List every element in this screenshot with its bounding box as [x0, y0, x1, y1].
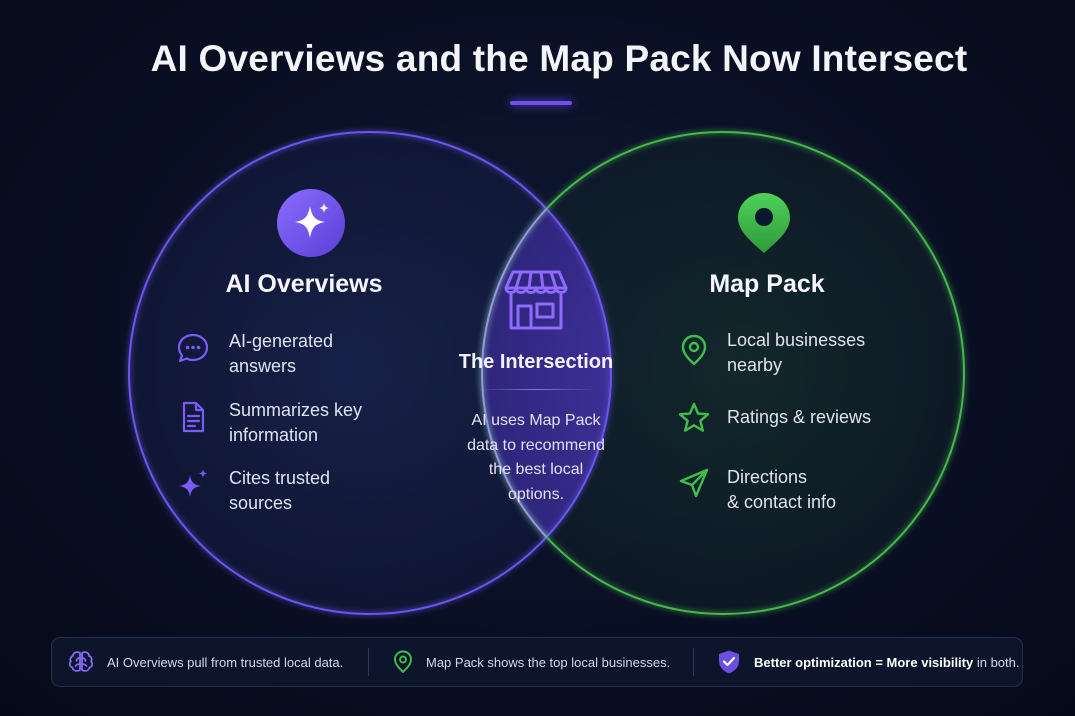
chat-bubble-icon — [177, 333, 209, 363]
intersection-desc-line1: AI uses Map Pack — [471, 412, 601, 429]
ai-item-3-line2: sources — [229, 493, 293, 513]
sparkles-icon — [179, 469, 208, 497]
map-item-3: Directions & contact info — [727, 465, 907, 515]
sparkle-icon — [277, 189, 345, 257]
ai-overviews-circle-outline — [128, 131, 612, 615]
footer-item-2: Map Pack shows the top local businesses. — [393, 638, 670, 686]
intersection-divider — [476, 389, 596, 390]
map-item-1: Local businesses nearby — [727, 328, 907, 378]
footer-divider-2 — [693, 648, 694, 676]
page-title: AI Overviews and the Map Pack Now Inters… — [150, 38, 968, 79]
ai-item-1-line1: AI-generated — [229, 331, 334, 351]
ai-item-1: AI-generated answers — [229, 329, 389, 379]
ai-item-3-line1: Cites trusted — [229, 468, 331, 488]
ai-item-2: Summarizes key information — [229, 398, 389, 448]
title-underline — [510, 101, 572, 105]
map-item-1-line1: Local businesses — [727, 330, 866, 350]
map-item-1-line2: nearby — [727, 355, 783, 375]
map-item-2-line1: Ratings & reviews — [727, 407, 872, 427]
footer-item-3: Better optimization = More visibility in… — [717, 638, 1020, 686]
intersection-title: The Intersection — [458, 351, 614, 373]
footer-text-2: Map Pack shows the top local businesses. — [426, 654, 671, 670]
ai-overviews-title: AI Overviews — [225, 270, 383, 298]
map-pin-icon — [394, 650, 412, 673]
footer-divider-1 — [368, 648, 369, 676]
footer-bar: AI Overviews pull from trusted local dat… — [51, 637, 1023, 687]
ai-item-2-line2: information — [229, 425, 319, 445]
map-pin-icon — [738, 193, 790, 253]
ai-overviews-circle — [129, 132, 611, 614]
intersection-desc-line4: options. — [507, 485, 565, 503]
footer-text-1: AI Overviews pull from trusted local dat… — [107, 654, 344, 670]
footer-text-3: Better optimization = More visibility in… — [754, 655, 1020, 670]
footer-text-3-rest: in both. — [973, 654, 1020, 670]
map-item-3-line1: Directions — [727, 467, 808, 487]
storefront-icon — [504, 270, 568, 330]
map-item-3-line2: & contact info — [727, 492, 837, 512]
brain-icon — [68, 651, 94, 672]
footer-item-1: AI Overviews pull from trusted local dat… — [68, 638, 343, 686]
intersection-outline — [481, 132, 611, 614]
intersection-desc-line3: the best local — [488, 461, 584, 478]
ai-item-3: Cites trusted sources — [229, 466, 389, 516]
intersection-description: AI uses Map Pack data to recommend the b… — [452, 409, 620, 507]
navigation-arrow-icon — [679, 468, 709, 498]
footer-text-3-bold: Better optimization = More visibility — [754, 654, 974, 670]
map-item-2: Ratings & reviews — [727, 405, 907, 430]
ai-item-1-line2: answers — [229, 356, 297, 376]
document-icon — [182, 401, 205, 433]
map-pack-circle — [482, 132, 964, 614]
map-pack-title: Map Pack — [709, 270, 825, 298]
location-pin-icon — [681, 334, 707, 366]
intersection-desc-line2: data to recommend — [467, 436, 605, 454]
star-icon — [678, 402, 710, 432]
ai-item-2-line1: Summarizes key — [229, 400, 363, 420]
shield-check-icon — [719, 650, 739, 674]
